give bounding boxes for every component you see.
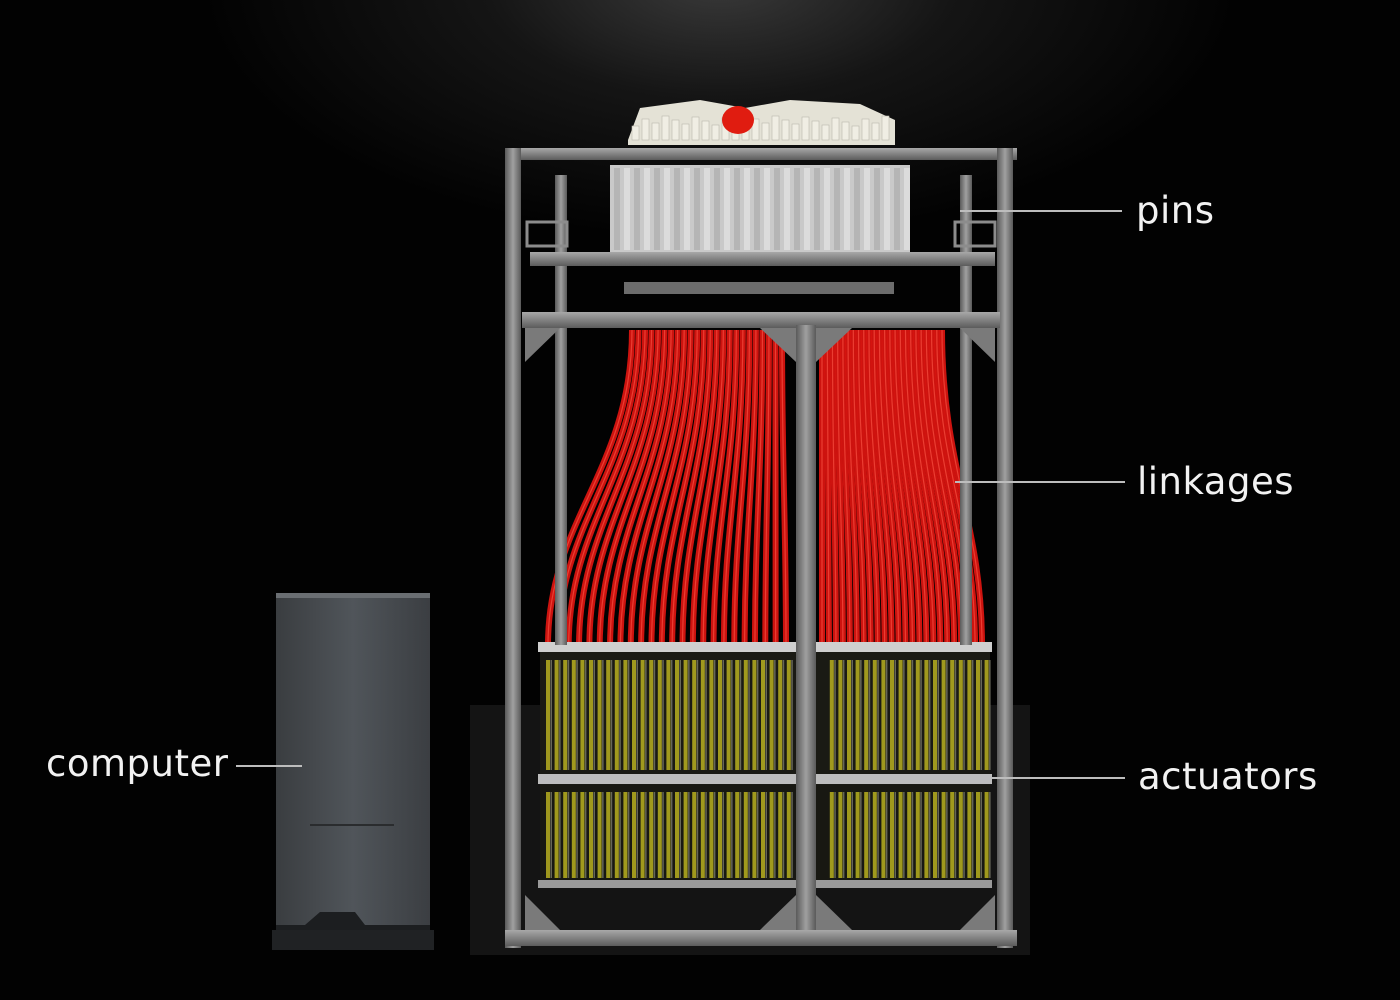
label-actuators: actuators	[1138, 755, 1318, 798]
actuator-mid-plate	[538, 774, 992, 784]
pins-leader-line	[960, 210, 1122, 212]
label-computer: computer	[46, 742, 229, 785]
aluminum-frame	[505, 148, 1017, 948]
actuator-rows	[540, 645, 991, 885]
label-pins: pins	[1136, 189, 1215, 232]
label-linkages: linkages	[1137, 460, 1294, 503]
actuator-bottom-plate	[538, 880, 992, 888]
linkage-tubes	[545, 329, 985, 646]
linkages-leader-line	[955, 481, 1125, 483]
computer-leader-line	[236, 765, 302, 767]
red-ball	[722, 106, 754, 134]
pin-array	[610, 100, 910, 253]
actuator-top-plate	[538, 642, 992, 652]
computer-tower	[272, 593, 434, 950]
actuators-leader-line	[960, 777, 1125, 779]
